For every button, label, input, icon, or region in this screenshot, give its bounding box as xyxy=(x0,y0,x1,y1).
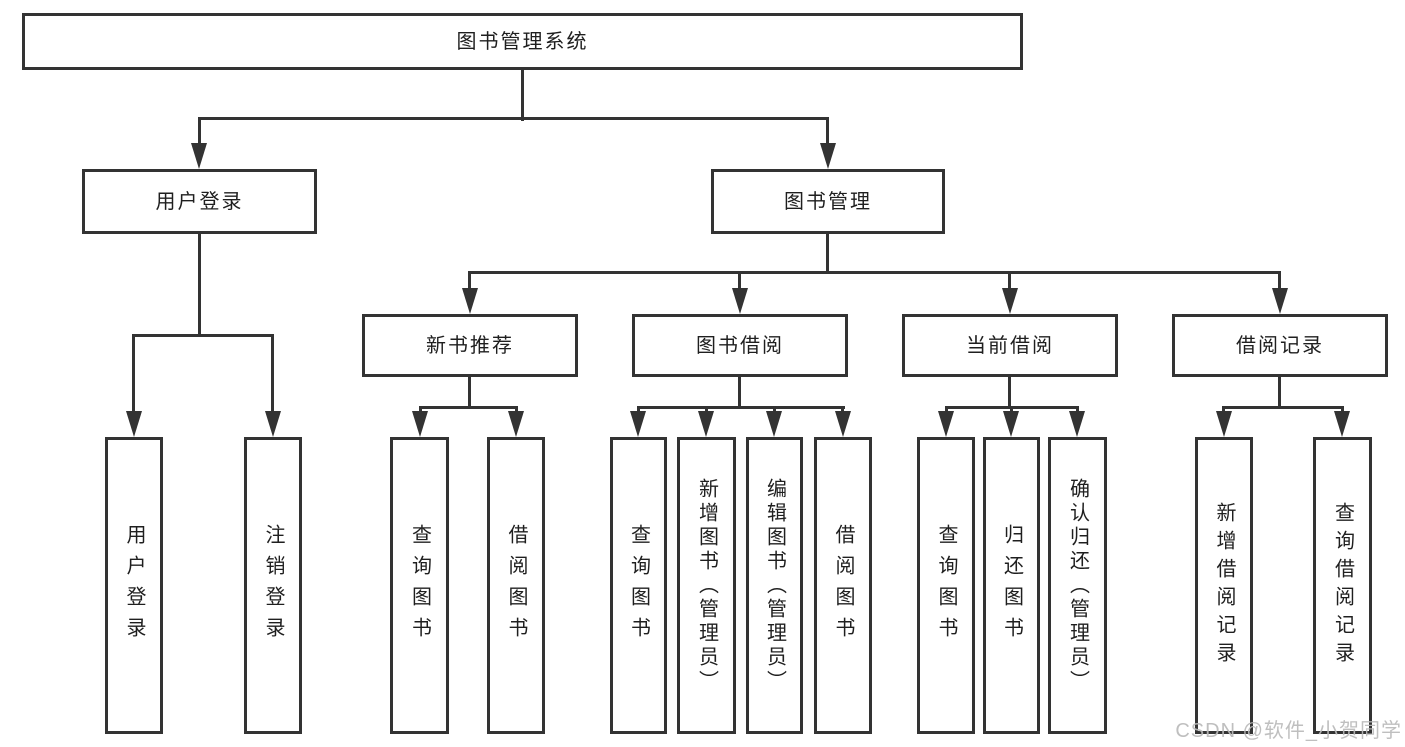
arrowhead-down-icon xyxy=(462,288,478,314)
connector-new-books-shaft-2 xyxy=(515,406,518,413)
leaf-query-books-borrowing: 查询图书 xyxy=(610,437,667,734)
node-label: 确认归还（管理员） xyxy=(1066,477,1089,694)
connector-user-login-vline xyxy=(198,234,201,336)
node-borrowing-records: 借阅记录 xyxy=(1172,314,1388,377)
connector-book-mgmt-shaft-2 xyxy=(738,271,741,290)
arrowhead-down-icon xyxy=(938,411,954,437)
node-label: 查询图书 xyxy=(627,523,650,648)
node-book-borrowing: 图书借阅 xyxy=(632,314,848,377)
arrowhead-down-icon xyxy=(412,411,428,437)
connector-borrowing-shaft-3 xyxy=(773,406,776,413)
connector-root-shaft-left xyxy=(198,117,201,145)
connector-current-shaft-1 xyxy=(945,406,948,413)
node-label: 注销登录 xyxy=(262,523,284,648)
node-label: 图书管理系统 xyxy=(456,30,589,53)
arrowhead-down-icon xyxy=(766,411,782,437)
arrowhead-down-icon xyxy=(732,288,748,314)
node-label: 图书借阅 xyxy=(696,334,784,357)
arrowhead-down-icon xyxy=(1002,288,1018,314)
node-new-book-recommend: 新书推荐 xyxy=(362,314,578,377)
arrowhead-down-icon xyxy=(126,411,142,437)
arrowhead-down-icon xyxy=(835,411,851,437)
arrowhead-down-icon xyxy=(1069,411,1085,437)
node-label: 图书管理 xyxy=(784,190,872,213)
connector-root-shaft-right xyxy=(826,117,829,145)
node-label: 新书推荐 xyxy=(426,334,514,357)
connector-current-vline xyxy=(1008,377,1011,408)
node-label: 编辑图书（管理员） xyxy=(763,477,786,694)
node-label: 用户登录 xyxy=(123,523,145,648)
arrowhead-down-icon xyxy=(191,143,207,169)
connector-borrowing-shaft-1 xyxy=(637,406,640,413)
connector-borrowing-hline xyxy=(637,406,845,409)
node-label: 查询借阅记录 xyxy=(1331,501,1354,670)
node-library-management-system: 图书管理系统 xyxy=(22,13,1023,70)
connector-user-login-shaft-left xyxy=(132,334,135,413)
connector-records-hline xyxy=(1223,406,1344,409)
connector-current-shaft-2 xyxy=(1010,406,1013,413)
arrowhead-down-icon xyxy=(1216,411,1232,437)
connector-new-books-hline xyxy=(419,406,518,409)
node-label: 归还图书 xyxy=(1000,523,1023,648)
arrowhead-down-icon xyxy=(265,411,281,437)
connector-new-books-vline xyxy=(468,377,471,408)
connector-book-mgmt-shaft-4 xyxy=(1278,271,1281,290)
arrowhead-down-icon xyxy=(1334,411,1350,437)
leaf-query-books-recommend: 查询图书 xyxy=(390,437,449,734)
node-label: 查询图书 xyxy=(408,523,431,648)
leaf-logout: 注销登录 xyxy=(244,437,302,734)
node-label: 查询图书 xyxy=(935,523,957,648)
leaf-borrow-books-borrowing: 借阅图书 xyxy=(814,437,872,734)
connector-book-mgmt-shaft-1 xyxy=(468,271,471,290)
connector-user-login-hline xyxy=(132,334,274,337)
arrowhead-down-icon xyxy=(820,143,836,169)
connector-records-shaft-2 xyxy=(1341,406,1344,413)
csdn-watermark: CSDN @软件_小贺同学 xyxy=(1175,720,1402,742)
leaf-query-borrow-record: 查询借阅记录 xyxy=(1313,437,1372,734)
arrowhead-down-icon xyxy=(698,411,714,437)
node-label: 当前借阅 xyxy=(966,334,1054,357)
connector-root-vline xyxy=(521,70,524,121)
node-user-login: 用户登录 xyxy=(82,169,317,234)
arrowhead-down-icon xyxy=(508,411,524,437)
leaf-edit-book-admin: 编辑图书（管理员） xyxy=(746,437,803,734)
connector-new-books-shaft-1 xyxy=(419,406,422,413)
connector-root-hline xyxy=(198,117,829,120)
connector-book-mgmt-shaft-3 xyxy=(1008,271,1011,290)
node-book-management: 图书管理 xyxy=(711,169,945,234)
node-current-borrowing: 当前借阅 xyxy=(902,314,1118,377)
leaf-add-borrow-record: 新增借阅记录 xyxy=(1195,437,1253,734)
connector-user-login-shaft-right xyxy=(271,334,274,413)
node-label: 新增图书（管理员） xyxy=(695,477,718,694)
connector-borrowing-shaft-4 xyxy=(841,406,844,413)
connector-current-shaft-3 xyxy=(1076,406,1079,413)
connector-book-mgmt-hline xyxy=(468,271,1281,274)
leaf-borrow-books-recommend: 借阅图书 xyxy=(487,437,545,734)
leaf-user-login: 用户登录 xyxy=(105,437,163,734)
node-label: 借阅记录 xyxy=(1236,334,1324,357)
node-label: 用户登录 xyxy=(155,190,244,213)
leaf-confirm-return-admin: 确认归还（管理员） xyxy=(1048,437,1107,734)
connector-borrowing-vline xyxy=(738,377,741,408)
arrowhead-down-icon xyxy=(1272,288,1288,314)
arrowhead-down-icon xyxy=(630,411,646,437)
arrowhead-down-icon xyxy=(1003,411,1019,437)
leaf-query-books-current: 查询图书 xyxy=(917,437,975,734)
node-label: 新增借阅记录 xyxy=(1213,501,1235,670)
connector-records-vline xyxy=(1278,377,1281,408)
leaf-add-book-admin: 新增图书（管理员） xyxy=(677,437,736,734)
connector-book-mgmt-vline xyxy=(826,234,829,273)
node-label: 借阅图书 xyxy=(832,523,854,648)
node-label: 借阅图书 xyxy=(505,523,527,648)
connector-borrowing-shaft-2 xyxy=(705,406,708,413)
leaf-return-books: 归还图书 xyxy=(983,437,1040,734)
connector-records-shaft-1 xyxy=(1222,406,1225,413)
